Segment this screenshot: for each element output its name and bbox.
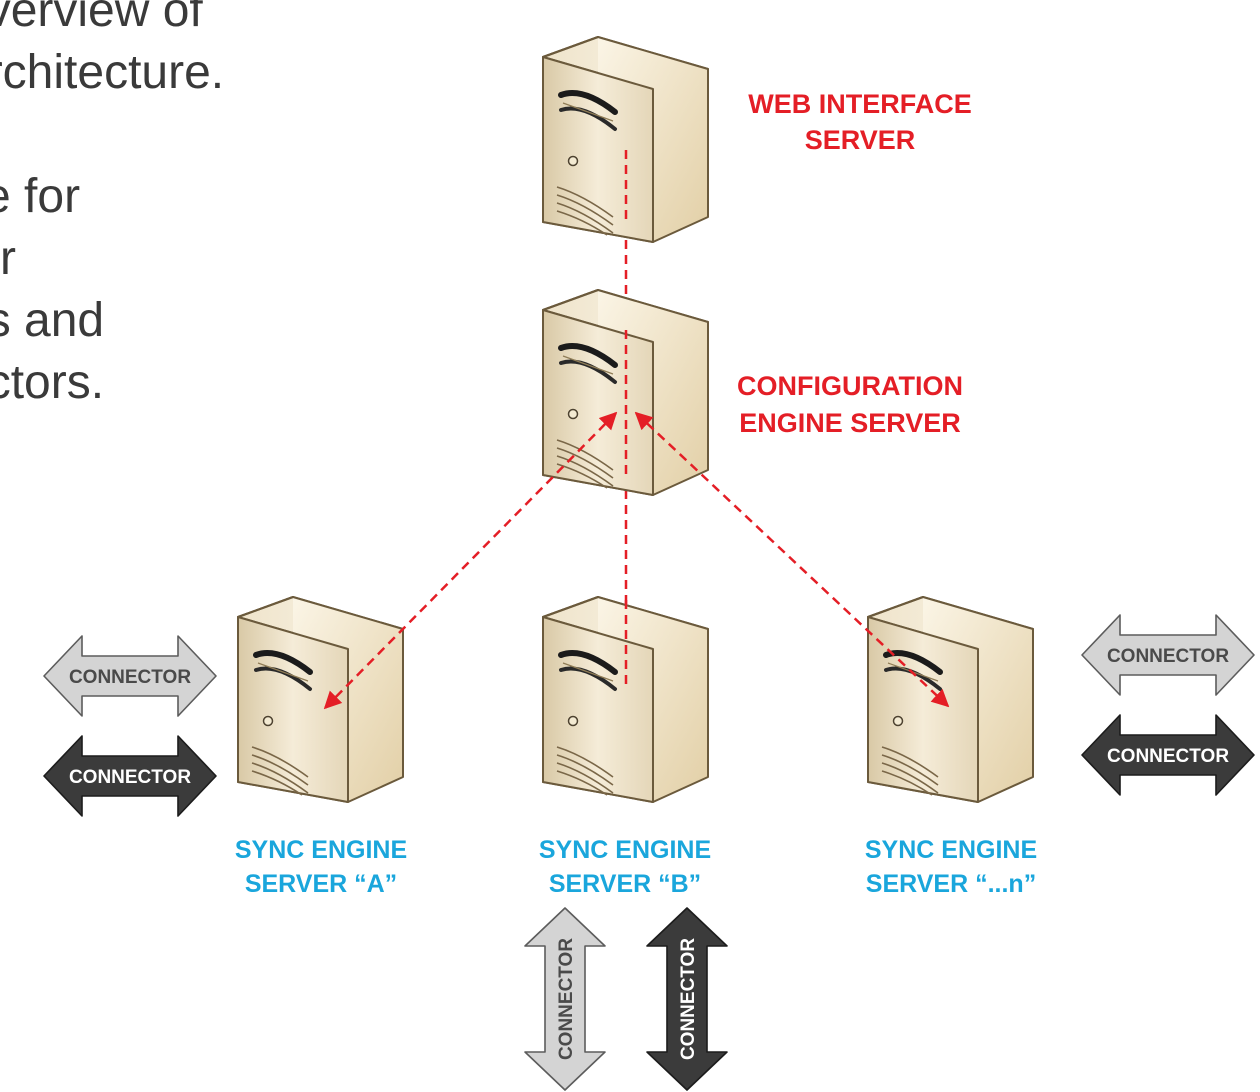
connector-label: CONNECTOR [69,767,191,788]
slide-text-line: es and [0,294,105,347]
slide-text-line: ectors. [0,356,105,409]
connector-label: CONNECTOR [1107,646,1229,667]
config-server-label-line2: ENGINE SERVER [739,408,961,438]
sync-b-label-line1: SYNC ENGINE [539,836,711,864]
sync-engine-server-a-label: SYNC ENGINE SERVER “A” [235,836,407,898]
connector-label: CONNECTOR [678,938,699,1060]
web-server-label-line2: SERVER [805,125,916,155]
link-config-sync-a [323,411,618,710]
server-tower-icon [868,597,1033,802]
sync-n-label-line2: SERVER “...n” [866,870,1036,898]
web-interface-server-label: WEB INTERFACE SERVER [748,89,972,155]
config-server-label-line1: CONFIGURATION [737,371,963,401]
sync-engine-server-n-label: SYNC ENGINE SERVER “...n” [865,836,1037,898]
connector-b-dark: CONNECTOR [646,907,728,1091]
connector-n-light: CONNECTOR [1081,614,1255,696]
sync-n-label-line1: SYNC ENGINE [865,836,1037,864]
connector-label: CONNECTOR [1107,746,1229,767]
slide-text-line: ce for [0,170,81,223]
sync-engine-server-b-label: SYNC ENGINE SERVER “B” [539,836,711,898]
slide-text-line: overview of [0,0,203,37]
server-tower-icon [543,597,708,802]
configuration-engine-server-label: CONFIGURATION ENGINE SERVER [737,371,963,438]
sync-a-label-line1: SYNC ENGINE [235,836,407,864]
connector-a-dark: CONNECTOR [43,735,217,817]
sync-b-label-line2: SERVER “B” [549,870,701,898]
connector-b-light: CONNECTOR [524,907,606,1091]
sync-a-label-line2: SERVER “A” [245,870,397,898]
slide-text-line: for [0,232,17,285]
web-server-label-line1: WEB INTERFACE [748,89,972,119]
slide-text-line: architecture. [0,46,225,99]
connector-label: CONNECTOR [69,667,191,688]
connector-n-dark: CONNECTOR [1081,714,1255,796]
connector-label: CONNECTOR [556,938,577,1060]
connector-a-light: CONNECTOR [43,635,217,717]
link-config-sync-n [634,411,950,708]
server-tower-icon [238,597,403,802]
slide-body-text: overview of architecture. ce for for es … [0,0,224,414]
